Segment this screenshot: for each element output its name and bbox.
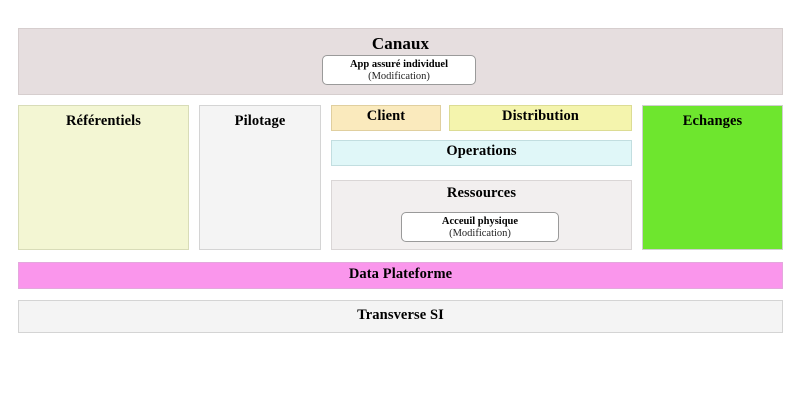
card-app-assure-individuel-subtitle: (Modification) (368, 71, 430, 83)
block-data-plateforme[interactable]: Data Plateforme (18, 262, 783, 289)
block-client[interactable]: Client (331, 105, 441, 131)
block-ressources-label: Ressources (446, 185, 517, 201)
block-transverse-si[interactable]: Transverse SI (18, 300, 783, 333)
block-operations[interactable]: Operations (331, 140, 632, 166)
block-canaux-label: Canaux (371, 34, 430, 53)
card-acceuil-physique[interactable]: Acceuil physique (Modification) (401, 212, 559, 242)
card-app-assure-individuel-title: App assuré individuel (349, 59, 449, 70)
card-acceuil-physique-title: Acceuil physique (441, 216, 519, 227)
block-echanges[interactable]: Echanges (642, 105, 783, 250)
block-referentiels-label: Référentiels (65, 113, 141, 129)
block-distribution-label: Distribution (502, 108, 579, 124)
block-ressources[interactable]: Ressources Acceuil physique (Modificatio… (331, 180, 632, 250)
card-app-assure-individuel[interactable]: App assuré individuel (Modification) (322, 55, 476, 85)
block-pilotage-label: Pilotage (234, 113, 286, 129)
block-client-label: Client (366, 108, 406, 124)
block-pilotage[interactable]: Pilotage (199, 105, 321, 250)
block-echanges-label: Echanges (682, 113, 743, 129)
block-data-plateforme-label: Data Plateforme (348, 266, 453, 282)
block-distribution[interactable]: Distribution (449, 105, 632, 131)
block-operations-label: Operations (446, 143, 517, 159)
card-acceuil-physique-subtitle: (Modification) (449, 228, 511, 240)
center-column-group: Client Distribution Operations Ressource… (331, 105, 632, 250)
block-transverse-si-label: Transverse SI (357, 307, 444, 323)
block-referentiels[interactable]: Référentiels (18, 105, 189, 250)
